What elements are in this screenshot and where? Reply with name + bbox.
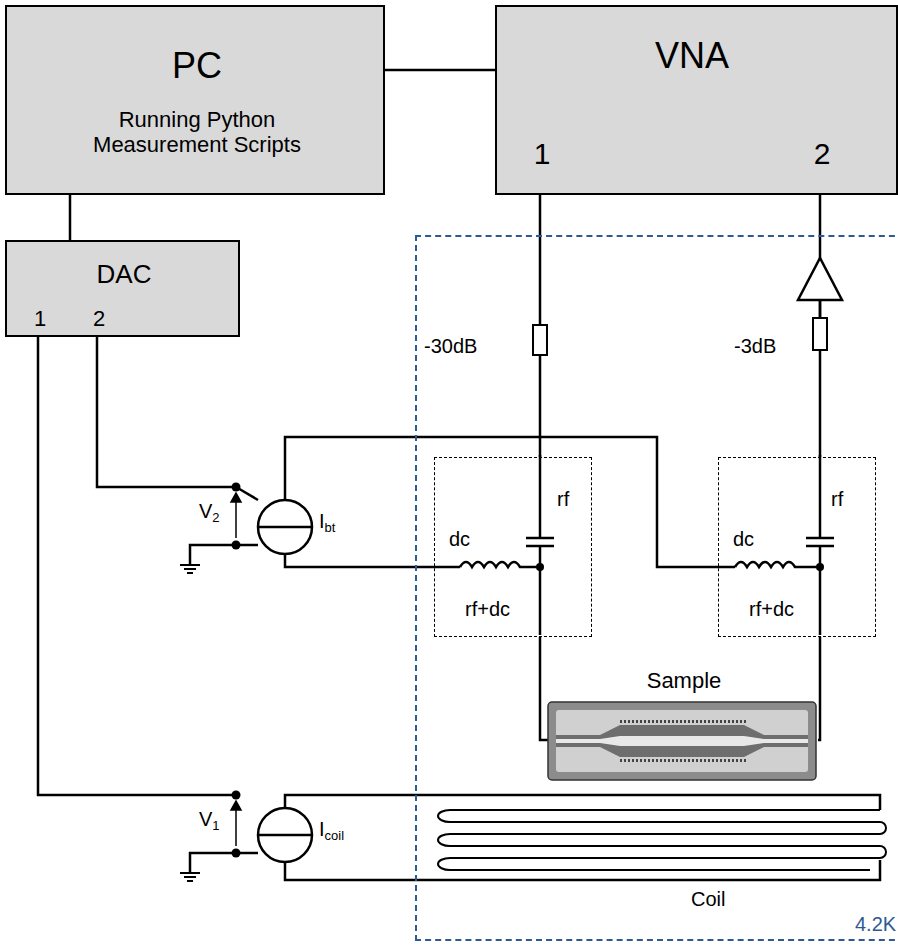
node-title: VNA (655, 35, 729, 76)
signal-name: V2 (198, 500, 221, 525)
bias-tee: rf dc rf+dc (718, 457, 876, 637)
wire-connector (70, 195, 71, 240)
vna-box: VNA 1 2 (495, 5, 898, 195)
node-title: DAC (97, 260, 152, 290)
wire-connector (385, 70, 495, 71)
pc-box: PC Running Python Measurement Scripts (5, 5, 385, 195)
bias-tee: rf dc rf+dc (434, 457, 592, 637)
ground-symbol (180, 565, 200, 881)
part-label: -3dB (733, 335, 777, 357)
node-text: dc (449, 528, 470, 551)
cryostat-region: 4.2K rf dc rf+dc rf dc rf+dcSample (415, 235, 898, 941)
node-title: PC (172, 45, 222, 86)
sample-node: Sample (550, 668, 818, 784)
signal-name: Icoil (318, 818, 345, 843)
attenuator-symbol (533, 318, 827, 355)
node-text: 1 (34, 306, 46, 331)
node-text: 1 (534, 137, 551, 172)
current-source-symbol (258, 500, 312, 862)
node-title: rf (557, 488, 569, 511)
dac-box: DAC 1 2 (5, 240, 240, 337)
amplifier-symbol (798, 258, 842, 300)
wires (38, 300, 880, 880)
signal-name: V1 (198, 808, 221, 833)
node-text: dc (733, 528, 754, 551)
part-label: Coil (690, 888, 726, 910)
signal-name: Ibt (318, 510, 336, 535)
wire-connector (818, 637, 820, 740)
junction-dots (232, 483, 825, 858)
sample-chip (548, 702, 816, 780)
node-title: 4.2K (855, 913, 896, 936)
node-text: 2 (814, 137, 831, 172)
part-label: -30dB (423, 335, 478, 357)
node-text: 2 (93, 306, 105, 331)
node-title: Sample (647, 668, 722, 693)
node-title: rf (831, 488, 843, 511)
voltage-arrow (231, 493, 241, 846)
node-text: rf+dc (749, 598, 794, 621)
node-text: Running Python Measurement Scripts (72, 107, 322, 158)
node-text: rf+dc (465, 598, 510, 621)
coil-symbol (438, 810, 886, 870)
